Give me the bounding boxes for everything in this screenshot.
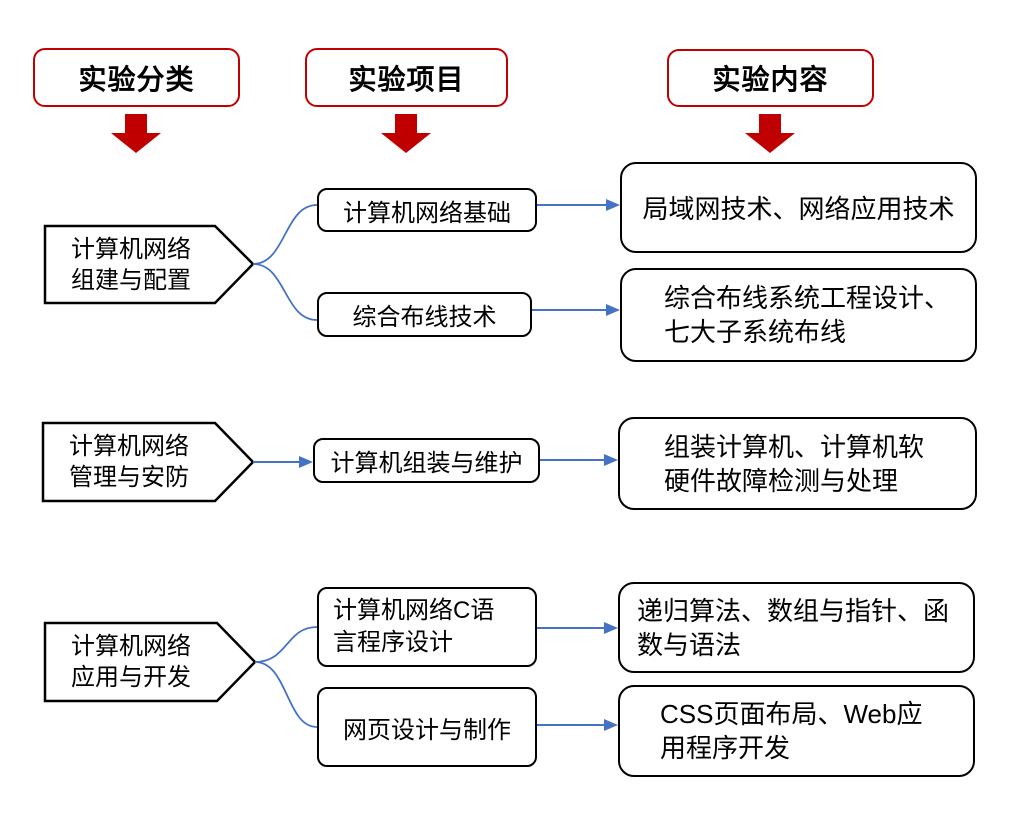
- header-experiment-content: 实验内容: [667, 49, 874, 107]
- arrow-connector: [537, 719, 618, 731]
- project-box-web-design: 网页设计与制作: [317, 687, 537, 767]
- content-line: 七大子系统布线: [664, 317, 847, 347]
- down-arrow-icon: [381, 114, 431, 153]
- category-label-network-setup: 计算机网络 组建与配置: [45, 226, 217, 303]
- brace-connector: [252, 204, 318, 265]
- header-experiment-category: 实验分类: [33, 48, 240, 107]
- content-line: CSS页面布局、Web应: [660, 699, 923, 729]
- content-box-assembly-fault: 组装计算机、计算机软 硬件故障检测与处理: [618, 417, 977, 510]
- category-label-network-development: 计算机网络 应用与开发: [45, 623, 217, 701]
- content-line: 用程序开发: [660, 733, 791, 763]
- header-label: 实验分类: [78, 63, 195, 95]
- down-arrow-icon: [111, 114, 161, 153]
- project-label: 综合布线技术: [352, 304, 497, 331]
- content-line: 组装计算机、计算机软: [664, 431, 925, 462]
- project-box-network-basics: 计算机网络基础: [317, 188, 537, 232]
- content-box-css-web: CSS页面布局、Web应 用程序开发: [618, 685, 975, 777]
- project-box-c-programming: 计算机网络C语 言程序设计: [317, 587, 537, 667]
- header-experiment-project: 实验项目: [305, 48, 508, 107]
- project-label: 网页设计与制作: [343, 716, 511, 744]
- arrow-connector: [253, 456, 313, 468]
- content-line: 递归算法、数组与指针、函: [637, 595, 950, 626]
- content-label: 局域网技术、网络应用技术: [642, 194, 955, 224]
- brace-connector: [254, 626, 318, 663]
- category-line: 应用与开发: [71, 664, 191, 691]
- brace-connector: [252, 263, 318, 321]
- content-box-cabling-system: 综合布线系统工程设计、 七大子系统布线: [620, 268, 977, 362]
- content-box-lan-tech: 局域网技术、网络应用技术: [620, 162, 977, 253]
- arrow-connector: [532, 304, 620, 316]
- brace-connector: [254, 661, 318, 728]
- project-label: 计算机网络基础: [343, 199, 511, 227]
- content-line: 数与语法: [637, 629, 742, 660]
- down-arrow-icon: [745, 114, 795, 153]
- category-line: 计算机网络: [71, 235, 191, 263]
- category-line: 计算机网络: [71, 633, 191, 660]
- project-box-cabling: 综合布线技术: [317, 292, 532, 337]
- arrow-connector: [537, 199, 620, 211]
- arrow-connector: [537, 622, 618, 634]
- category-line: 管理与安防: [69, 464, 189, 491]
- header-label: 实验项目: [348, 63, 465, 95]
- content-line: 综合布线系统工程设计、: [664, 283, 951, 313]
- arrow-connector: [540, 454, 618, 466]
- project-label: 计算机组装与维护: [330, 450, 523, 477]
- project-line: 计算机网络C语: [333, 597, 495, 624]
- category-line: 计算机网络: [69, 433, 189, 460]
- project-line: 言程序设计: [333, 629, 453, 656]
- content-box-algorithms: 递归算法、数组与指针、函 数与语法: [618, 582, 975, 673]
- category-line: 组建与配置: [71, 266, 191, 294]
- project-box-assembly-maintenance: 计算机组装与维护: [313, 438, 540, 483]
- header-label: 实验内容: [712, 64, 829, 95]
- content-line: 硬件故障检测与处理: [664, 465, 899, 496]
- category-label-network-management: 计算机网络 管理与安防: [43, 423, 215, 501]
